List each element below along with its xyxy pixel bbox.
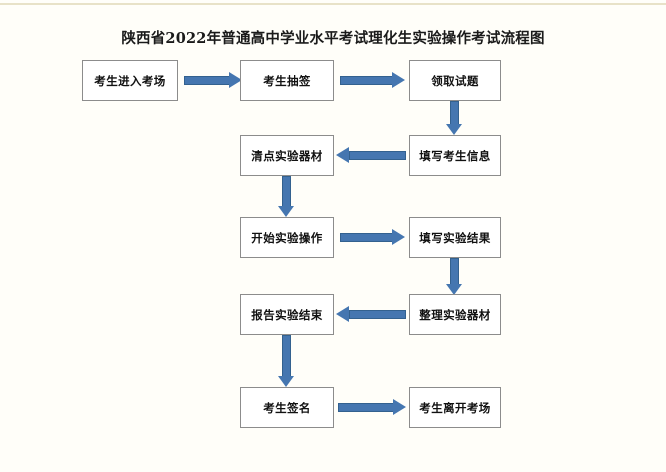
arrow-n9-to-n10 (278, 335, 295, 387)
arrow-n1-to-n2 (184, 72, 242, 89)
node-start-experiment[interactable]: 开始实验操作 (240, 217, 334, 258)
node-tidy-lab-equipment[interactable]: 整理实验器材 (409, 294, 501, 335)
arrow-n10-to-n11 (338, 399, 406, 416)
arrow-n5-to-n6 (278, 176, 295, 217)
arrow-n7-to-n8 (446, 258, 463, 295)
node-check-lab-equipment[interactable]: 清点实验器材 (240, 135, 334, 176)
page-top-rule (0, 3, 666, 5)
arrow-n6-to-n7 (340, 229, 405, 246)
node-receive-test-paper[interactable]: 领取试题 (409, 60, 501, 101)
arrow-n3-to-n4 (446, 101, 463, 135)
node-candidate-draw-lots[interactable]: 考生抽签 (240, 60, 334, 101)
arrow-n2-to-n3 (340, 72, 405, 89)
node-candidate-signature[interactable]: 考生签名 (240, 387, 334, 428)
node-candidate-enter-exam-room[interactable]: 考生进入考场 (82, 60, 178, 101)
node-report-experiment-end[interactable]: 报告实验结束 (240, 294, 334, 335)
node-fill-experiment-result[interactable]: 填写实验结果 (409, 217, 501, 258)
arrow-n8-to-n9 (336, 306, 406, 323)
page-title: 陕西省2022年普通高中学业水平考试理化生实验操作考试流程图 (121, 30, 545, 47)
arrow-n4-to-n5 (336, 147, 406, 164)
node-fill-candidate-info[interactable]: 填写考生信息 (409, 135, 501, 176)
node-candidate-leave-exam-room[interactable]: 考生离开考场 (409, 387, 501, 428)
